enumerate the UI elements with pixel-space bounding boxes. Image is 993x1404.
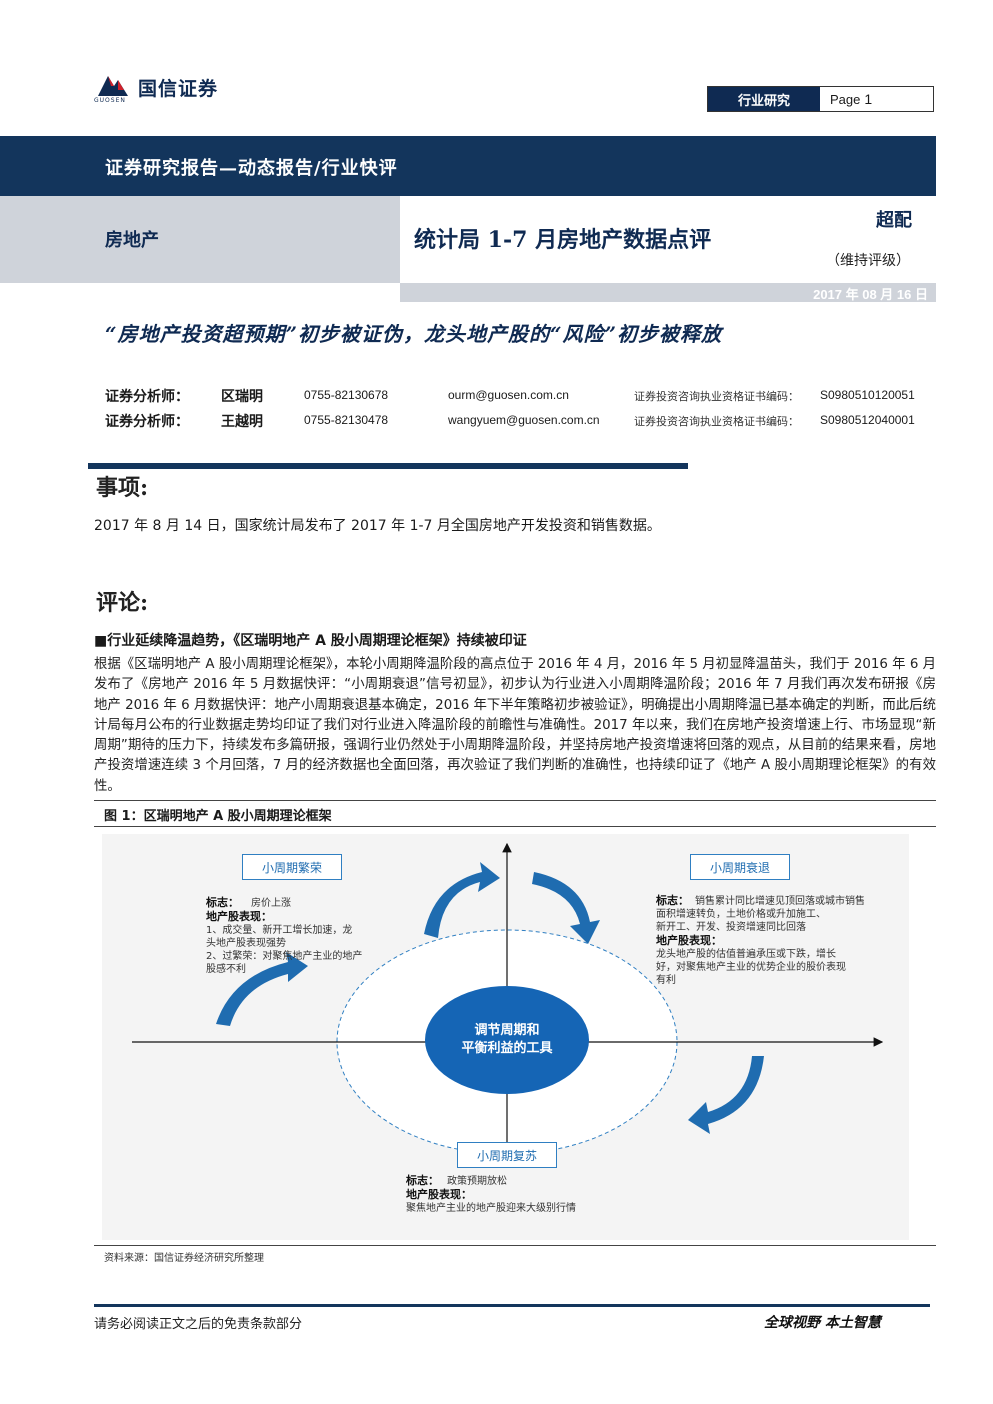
report-type-band: 证券研究报告—动态报告/行业快评 xyxy=(0,136,936,196)
recovery-perf-label: 地产股表现： xyxy=(406,1188,472,1201)
boom-description: 标志：房价上涨 地产股表现： 1、成交量、新开工增长加速，龙 头地产股表现强势 … xyxy=(206,896,406,976)
decline-perf-c: 有利 xyxy=(656,975,676,986)
cycle-diagram-graphic xyxy=(132,842,884,1164)
event-heading: 事项: xyxy=(96,475,149,501)
boom-perf-2b: 股感不利 xyxy=(206,964,246,975)
report-type: 证券研究报告—动态报告/行业快评 xyxy=(105,158,398,179)
recovery-sign: 政策预期放松 xyxy=(447,1176,507,1187)
page-tag-box: 行业研究 Page 1 xyxy=(707,86,934,112)
footer-disclaimer-note: 请务必阅读正文之后的免责条款部分 xyxy=(94,1317,303,1332)
footer-rule xyxy=(94,1304,930,1307)
sector-name: 房地产 xyxy=(105,230,159,251)
boom-perf-1b: 头地产股表现强势 xyxy=(206,938,286,949)
boom-perf-2: 2、过繁荣：对聚焦地产主业的地产 xyxy=(206,951,363,962)
comment-subheading: ■行业延续降温趋势，《区瑞明地产 A 股小周期理论框架》持续被印证 xyxy=(94,633,527,649)
decline-sign-label: 标志： xyxy=(656,894,689,907)
report-date: 2017 年 08 月 16 日 xyxy=(813,287,928,302)
boom-sign-label: 标志： xyxy=(206,896,239,909)
analyst-name: 区瑞明 xyxy=(221,389,263,405)
page-label: Page xyxy=(830,91,861,107)
logo-text: 国信证券 xyxy=(138,78,219,100)
analyst-phone: 0755-82130678 xyxy=(304,388,389,402)
analyst-role: 证券分析师： xyxy=(105,389,189,405)
boom-sign: 房价上涨 xyxy=(251,898,291,909)
footer-slogan: 全球视野 本土智慧 xyxy=(764,1315,881,1331)
comment-heading: 评论: xyxy=(96,590,149,616)
box-cycle-decline: 小周期衰退 xyxy=(690,854,790,880)
figure-source: 资料来源：国信证券经济研究所整理 xyxy=(104,1253,264,1264)
analyst-phone: 0755-82130478 xyxy=(304,413,389,427)
decline-perf-label: 地产股表现： xyxy=(656,934,722,947)
boom-perf-label: 地产股表现： xyxy=(206,910,272,923)
rating: 超配 xyxy=(876,210,912,231)
recovery-description: 标志： 政策预期放松 地产股表现： 聚焦地产主业的地产股迎来大级别行情 xyxy=(406,1174,666,1215)
decline-sign-b: 面积增速转负，土地价格或升加施工、 xyxy=(656,909,826,920)
analyst-email[interactable]: wangyuem@guosen.com.cn xyxy=(448,413,600,427)
analyst-cert: S0980512040001 xyxy=(820,413,915,427)
center-label: 调节周期和 平衡利益的工具 xyxy=(437,1022,577,1058)
figure-rule xyxy=(94,826,936,827)
decline-sign: 销售累计同比增速见顶回落或城市销售 xyxy=(695,896,865,907)
event-text: 2017 年 8 月 14 日，国家统计局发布了 2017 年 1-7 月全国房… xyxy=(94,518,661,534)
figure-rule xyxy=(94,800,936,801)
category-tag: 行业研究 xyxy=(708,87,820,111)
analyst-role: 证券分析师： xyxy=(105,414,189,430)
guosen-logo-icon xyxy=(98,76,128,96)
figure-rule xyxy=(94,1245,936,1246)
guosen-logo: 国信证券 GUOSEN xyxy=(94,70,244,104)
analyst-name: 王越明 xyxy=(221,414,263,430)
analyst-cert-label: 证券投资咨询执业资格证书编码： xyxy=(634,390,799,403)
decline-perf-b: 好，对聚焦地产主业的优势企业的股价表现 xyxy=(656,962,846,973)
decline-description: 标志： 销售累计同比增速见顶回落或城市销售 面积增速转负，土地价格或升加施工、 新… xyxy=(656,894,896,987)
recovery-sign-label: 标志： xyxy=(406,1174,439,1187)
analyst-row: 证券分析师： 区瑞明 0755-82130678 ourm@guosen.com… xyxy=(105,386,935,406)
cycle-framework-diagram: 小周期繁荣 小周期衰退 小周期复苏 调节周期和 平衡利益的工具 标志：房价上涨 … xyxy=(102,834,909,1240)
boom-perf-1: 1、成交量、新开工增长加速，龙 xyxy=(206,925,353,936)
date-bar: 2017 年 08 月 16 日 xyxy=(400,283,936,302)
analyst-row: 证券分析师： 王越明 0755-82130478 wangyuem@guosen… xyxy=(105,411,935,431)
box-cycle-recovery: 小周期复苏 xyxy=(457,1142,557,1168)
headline: “房地产投资超预期”初步被证伪，龙头地产股的“风险”初步被释放 xyxy=(105,322,723,346)
box-cycle-boom: 小周期繁荣 xyxy=(242,854,342,880)
logo-subtext: GUOSEN xyxy=(94,97,126,104)
sector-block: 房地产 xyxy=(0,196,400,283)
page-indicator: Page 1 xyxy=(820,87,933,111)
analyst-email[interactable]: ourm@guosen.com.cn xyxy=(448,388,569,402)
report-title: 统计局 1-7 月房地产数据点评 xyxy=(414,227,712,253)
center-label-line2: 平衡利益的工具 xyxy=(461,1041,553,1056)
section-divider xyxy=(88,463,688,469)
center-label-line1: 调节周期和 xyxy=(474,1023,540,1038)
recovery-perf: 聚焦地产主业的地产股迎来大级别行情 xyxy=(406,1203,576,1214)
decline-sign-c: 新开工、开发、投资增速同比回落 xyxy=(656,922,806,933)
decline-perf: 龙头地产股的估值普遍承压或下跌，增长 xyxy=(656,949,836,960)
comment-body: 根据《区瑞明地产 A 股小周期理论框架》，本轮小周期降温阶段的高点位于 2016… xyxy=(94,657,936,794)
analyst-cert-label: 证券投资咨询执业资格证书编码： xyxy=(634,415,799,428)
figure-caption: 图 1：区瑞明地产 A 股小周期理论框架 xyxy=(104,809,332,824)
rating-note: （维持评级） xyxy=(826,253,910,269)
page-number: 1 xyxy=(864,91,873,107)
analyst-cert: S0980510120051 xyxy=(820,388,915,402)
